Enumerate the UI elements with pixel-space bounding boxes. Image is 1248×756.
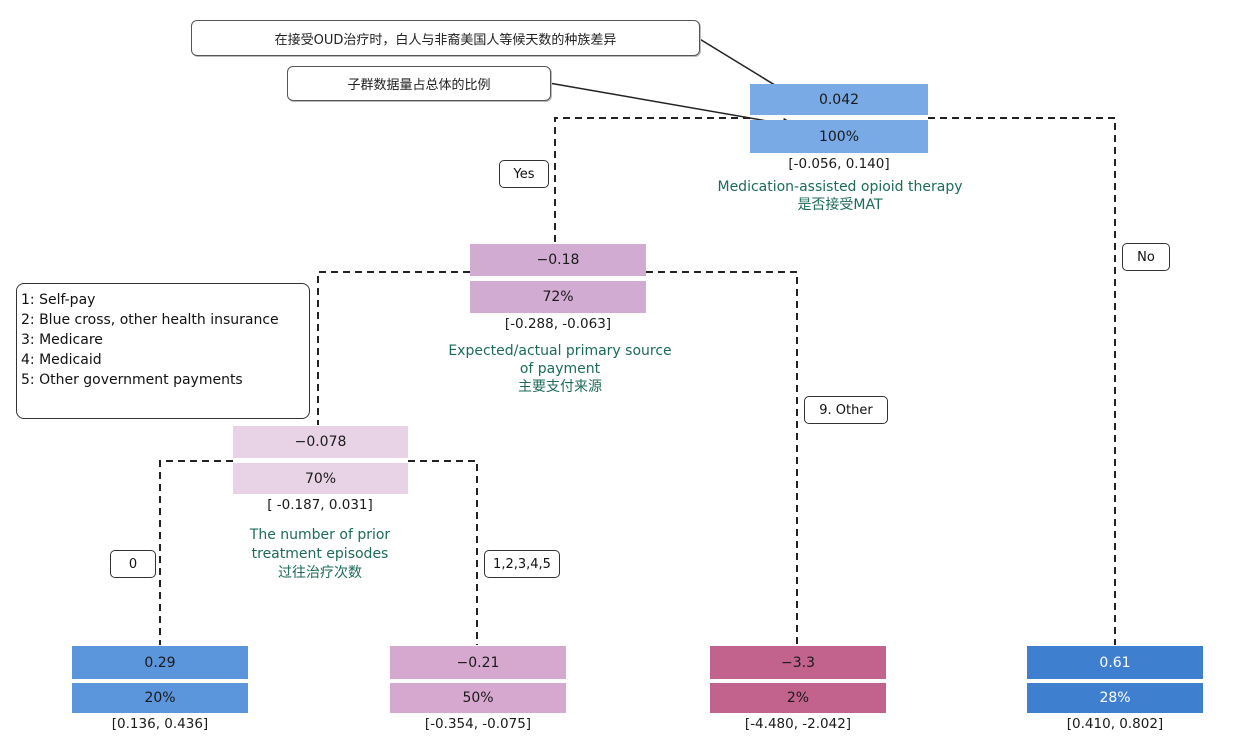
arrow-subgroup [548, 82, 798, 130]
node2-value: −0.078 [233, 426, 408, 458]
root-desc-zh: 是否接受MAT [797, 197, 883, 213]
root-pct: 100% [750, 120, 928, 153]
node2-desc-en-1: The number of prior [249, 527, 391, 543]
legend-item-self-pay: 1: Self-pay [21, 292, 96, 308]
legend-item-other-gov: 5: Other government payments [21, 372, 243, 388]
edge-label-one-to-five: 1,2,3,4,5 [484, 550, 560, 578]
node2-desc-en-2: treatment episodes [251, 546, 389, 562]
leaf3-pct: 2% [710, 683, 886, 713]
node2-desc-zh: 过往治疗次数 [278, 565, 362, 581]
leaf1-value: 0.29 [72, 646, 248, 679]
legend-item-medicare: 3: Medicare [21, 332, 103, 348]
legend-item-medicaid: 4: Medicaid [21, 352, 102, 368]
leaf4-value: 0.61 [1027, 646, 1203, 679]
leaf3-value: −3.3 [710, 646, 886, 679]
leaf2-value: −0.21 [390, 646, 566, 679]
leaf4-ci: [0.410, 0.802] [1066, 716, 1164, 732]
node2-ci: [ -0.187, 0.031] [267, 497, 373, 513]
legend-item-blue-cross: 2: Blue cross, other health insurance [21, 312, 279, 328]
leaf2-ci: [-0.354, -0.075] [424, 716, 532, 732]
callout-race-difference-text: 在接受OUD治疗时，白人与非裔美国人等候天数的种族差异 [274, 32, 617, 48]
leaf1-pct: 20% [72, 683, 248, 713]
node1-value: −0.18 [470, 244, 646, 276]
node1-desc-en-1: Expected/actual primary source [448, 343, 672, 359]
payment-legend: 1: Self-pay 2: Blue cross, other health … [16, 283, 310, 419]
leaf4-pct: 28% [1027, 683, 1203, 713]
callout-subgroup-ratio-text: 子群数据量占总体的比例 [347, 78, 491, 93]
node1-ci: [-0.288, -0.063] [504, 316, 612, 332]
leaf1-ci: [0.136, 0.436] [111, 716, 209, 732]
node1-desc-zh: 主要支付来源 [518, 379, 602, 395]
leaf2-pct: 50% [390, 683, 566, 713]
node2-pct: 70% [233, 463, 408, 494]
callout-subgroup-ratio: 子群数据量占总体的比例 [287, 66, 551, 101]
node1-pct: 72% [470, 281, 646, 313]
root-value: 0.042 [750, 84, 928, 115]
edge-label-yes: Yes [499, 160, 549, 188]
edge-label-no: No [1122, 243, 1170, 271]
root-desc-en: Medication-assisted opioid therapy [717, 179, 963, 195]
edge-label-other: 9. Other [804, 396, 888, 424]
node1-desc-en-2: of payment [519, 361, 601, 377]
edge-label-zero: 0 [110, 550, 156, 578]
root-ci: [-0.056, 0.140] [788, 156, 890, 172]
callout-race-difference: 在接受OUD治疗时，白人与非裔美国人等候天数的种族差异 [191, 20, 700, 56]
leaf3-ci: [-4.480, -2.042] [744, 716, 852, 732]
